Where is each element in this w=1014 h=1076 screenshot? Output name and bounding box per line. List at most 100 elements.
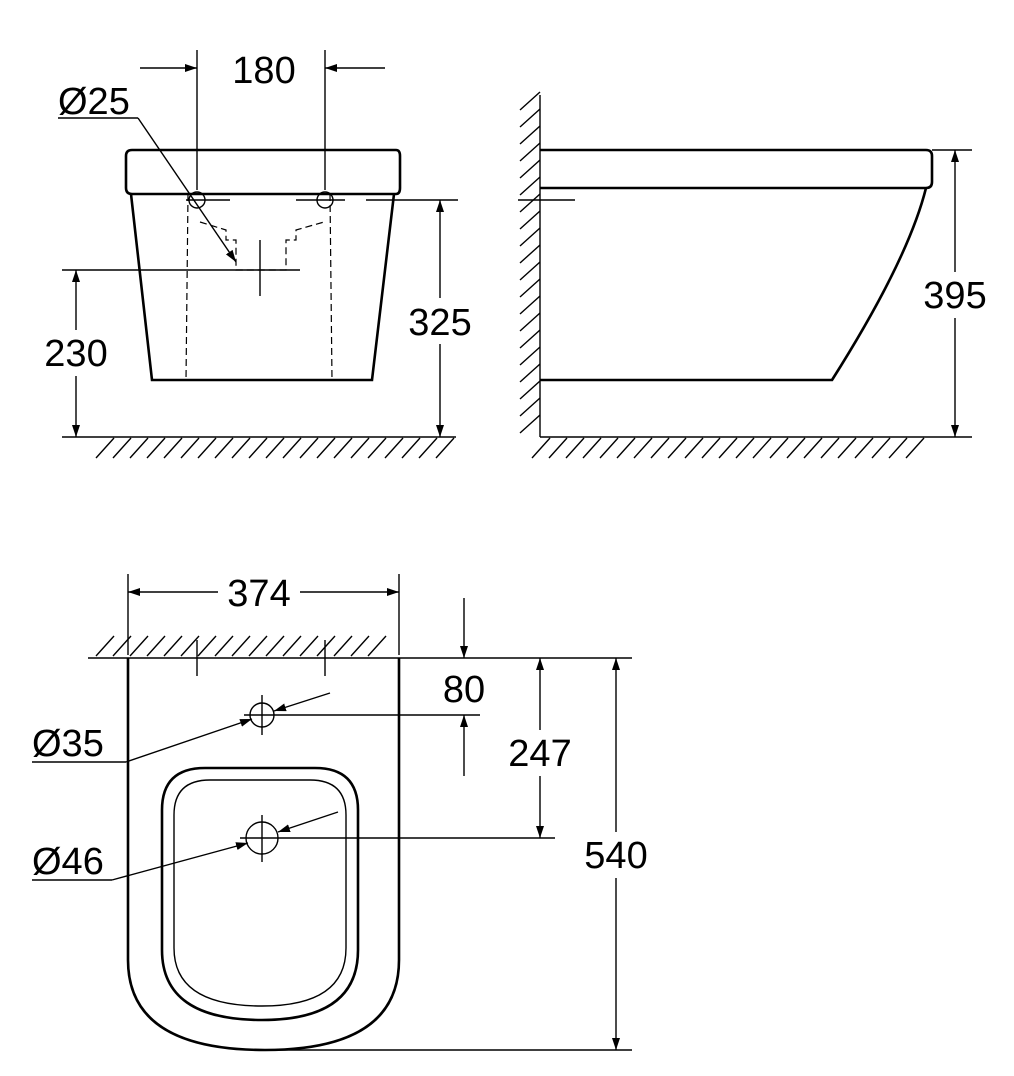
hatch-stroke <box>667 437 687 459</box>
hatch-stroke <box>519 295 541 315</box>
top-tap-diameter-label: Ø35 <box>32 723 104 765</box>
hatch-stroke <box>146 437 166 459</box>
hatch-stroke <box>418 437 438 459</box>
hatch-stroke <box>95 437 115 459</box>
hatch-stroke <box>519 159 541 179</box>
hatch-stroke <box>350 635 370 657</box>
top-width-label: 374 <box>227 573 290 615</box>
hatch-stroke <box>786 437 806 459</box>
hatch-stroke <box>299 635 319 657</box>
hatch-stroke <box>214 635 234 657</box>
hatch-stroke <box>701 437 721 459</box>
hatch-stroke <box>519 397 541 417</box>
hatch-stroke <box>146 635 166 657</box>
hatch-stroke <box>599 437 619 459</box>
hatch-stroke <box>129 635 149 657</box>
front-inlet-height-label: 325 <box>408 302 471 344</box>
hatch-stroke <box>519 278 541 298</box>
hatch-stroke <box>582 437 602 459</box>
hatch-stroke <box>519 380 541 400</box>
side-bowl-outline <box>540 187 928 382</box>
hatch-stroke <box>718 437 738 459</box>
top-view: 374 80 247 540 Ø35 Ø46 <box>32 570 654 1052</box>
hatch-stroke <box>435 437 455 459</box>
hatch-stroke <box>684 437 704 459</box>
hatch-stroke <box>769 437 789 459</box>
hatch-stroke <box>519 108 541 128</box>
side-body-outline <box>540 148 934 190</box>
hatch-stroke <box>519 244 541 264</box>
hatch-stroke <box>519 176 541 196</box>
hatch-stroke <box>248 635 268 657</box>
front-bowl-outline <box>129 193 396 382</box>
top-basin-inner <box>173 779 347 1007</box>
hatch-stroke <box>231 635 251 657</box>
hatch-stroke <box>820 437 840 459</box>
hatch-stroke <box>316 437 336 459</box>
top-drain-diameter-label: Ø46 <box>32 841 104 883</box>
hatch-stroke <box>129 437 149 459</box>
hatch-stroke <box>282 635 302 657</box>
hatch-stroke <box>367 437 387 459</box>
side-height-label: 395 <box>923 275 986 317</box>
front-body-outline <box>124 148 402 196</box>
hatch-stroke <box>735 437 755 459</box>
side-view: 395 <box>518 91 992 459</box>
hatch-stroke <box>531 437 551 459</box>
hatch-stroke <box>265 437 285 459</box>
hatch-stroke <box>265 635 285 657</box>
side-wall-hatch <box>519 91 541 434</box>
front-floor-hatch <box>95 437 455 459</box>
hatch-stroke <box>333 635 353 657</box>
hatch-stroke <box>565 437 585 459</box>
hatch-stroke <box>519 414 541 434</box>
hatch-stroke <box>548 437 568 459</box>
hatch-stroke <box>519 227 541 247</box>
hatch-stroke <box>854 437 874 459</box>
hatch-stroke <box>519 91 541 111</box>
hatch-stroke <box>180 437 200 459</box>
hatch-stroke <box>519 363 541 383</box>
hatch-stroke <box>333 437 353 459</box>
hatch-stroke <box>837 437 857 459</box>
hatch-stroke <box>905 437 925 459</box>
top-wall-hatch <box>95 635 387 657</box>
top-depth-label: 540 <box>584 835 647 877</box>
hatch-stroke <box>350 437 370 459</box>
hatch-stroke <box>197 635 217 657</box>
hatch-stroke <box>519 142 541 162</box>
front-outlet-height-label: 230 <box>44 333 107 375</box>
side-floor-hatch <box>531 437 925 459</box>
hatch-stroke <box>367 635 387 657</box>
hatch-stroke <box>231 437 251 459</box>
hatch-stroke <box>214 437 234 459</box>
hatch-stroke <box>519 346 541 366</box>
front-tap-diameter-label: Ø25 <box>58 81 130 123</box>
hatch-stroke <box>519 329 541 349</box>
hatch-stroke <box>163 635 183 657</box>
top-basin-outline <box>160 766 360 1022</box>
top-hole-depth-label: 247 <box>508 733 571 775</box>
hatch-stroke <box>519 210 541 230</box>
hatch-stroke <box>282 437 302 459</box>
hatch-stroke <box>752 437 772 459</box>
hatch-stroke <box>519 261 541 281</box>
hatch-stroke <box>384 437 404 459</box>
hatch-stroke <box>616 437 636 459</box>
top-offset-label: 80 <box>443 669 485 711</box>
hatch-stroke <box>163 437 183 459</box>
hatch-stroke <box>401 437 421 459</box>
hatch-stroke <box>803 437 823 459</box>
hatch-stroke <box>248 437 268 459</box>
hatch-stroke <box>95 635 115 657</box>
hatch-stroke <box>519 312 541 332</box>
front-width-label: 180 <box>232 50 295 92</box>
hatch-stroke <box>871 437 891 459</box>
hatch-stroke <box>888 437 908 459</box>
hatch-stroke <box>650 437 670 459</box>
hatch-stroke <box>180 635 200 657</box>
hatch-stroke <box>519 193 541 213</box>
hatch-stroke <box>197 437 217 459</box>
hatch-stroke <box>299 437 319 459</box>
